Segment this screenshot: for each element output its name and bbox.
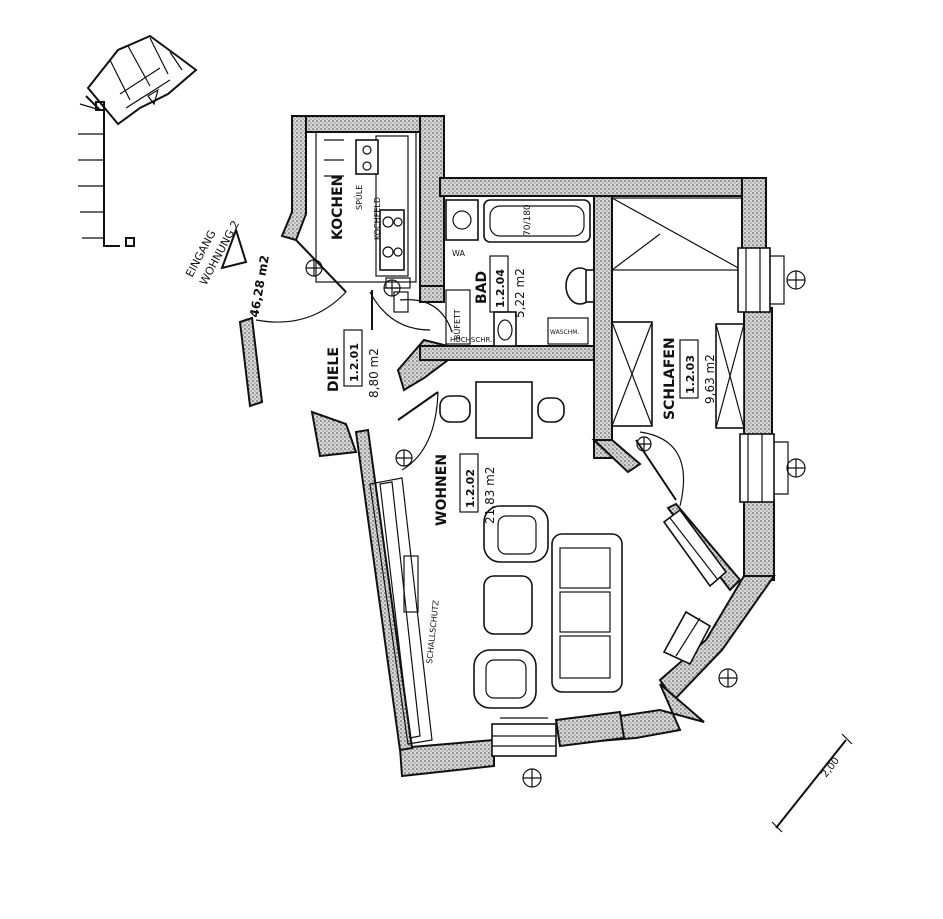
living-furniture	[369, 381, 728, 745]
wohnen-number-box: 1.2.02	[459, 453, 479, 513]
diele-number-box: 1.2.01	[343, 329, 363, 387]
waschm-label: WASCHM.	[550, 329, 579, 336]
svg-text:1.2.04: 1.2.04	[494, 269, 507, 308]
buefett-label: BÜFETT	[452, 309, 462, 340]
schlafen-label: SCHLAFEN	[662, 337, 678, 420]
hochschrank-label: HOCHSCHR.	[450, 336, 492, 344]
stove-icon	[379, 209, 405, 271]
schlafen-area: 9,63 m2	[703, 354, 717, 404]
exterior-walls	[238, 115, 776, 778]
bathroom: 70/180 WA WASCHM.	[445, 199, 595, 347]
kitchen-label: KOCHEN	[330, 175, 346, 240]
bedroom	[611, 197, 745, 429]
bath-label: BAD	[474, 271, 490, 304]
entrance-arrow-icon	[220, 226, 248, 270]
wardrobe-icon	[611, 321, 653, 427]
wohnen-label: WOHNEN	[434, 454, 450, 526]
svg-text:1.2.02: 1.2.02	[464, 469, 477, 508]
kitchen	[315, 131, 417, 289]
wohnen-area: 21,83 m2	[483, 467, 497, 525]
washbasin-icon	[445, 199, 479, 241]
diele-area: 8,80 m2	[367, 348, 381, 398]
coffee-table-icon	[483, 575, 533, 635]
svg-text:1.2.03: 1.2.03	[684, 355, 697, 394]
toilet-icon	[565, 267, 595, 305]
wa-label: WA	[452, 249, 465, 258]
armchair-icon	[473, 649, 537, 709]
sofa-icon	[551, 533, 623, 693]
dimension-line: 2,00	[771, 733, 853, 833]
armchair-icon	[483, 505, 549, 563]
kochfeld-label: KOCHFELD	[373, 197, 382, 240]
schallschutz-label: SCHALLSCHUTZ	[425, 599, 441, 664]
schlafen-number-box: 1.2.03	[679, 339, 699, 399]
sideboard-icon	[662, 508, 728, 588]
dimension-label: 2,00	[820, 756, 842, 780]
entrance-label: EINGANG WOHNUNG 2	[183, 218, 248, 287]
doors	[255, 239, 685, 507]
dining-table-icon	[475, 381, 533, 439]
diele-label: DIELE	[326, 347, 342, 392]
sink-icon	[355, 139, 379, 175]
bed-furniture-icon	[715, 323, 745, 429]
staircase	[78, 34, 198, 247]
spuele-label: SPÜLE	[354, 185, 364, 210]
bath-area: 5,22 m2	[513, 268, 527, 318]
stair-area-label: 46,28 m2	[247, 254, 272, 318]
svg-text:1.2.01: 1.2.01	[348, 343, 361, 382]
bath-number-box: 1.2.04	[489, 255, 509, 313]
windows	[491, 247, 806, 788]
bathtub-icon	[483, 199, 591, 243]
bathtub-size: 70/180	[523, 204, 533, 236]
